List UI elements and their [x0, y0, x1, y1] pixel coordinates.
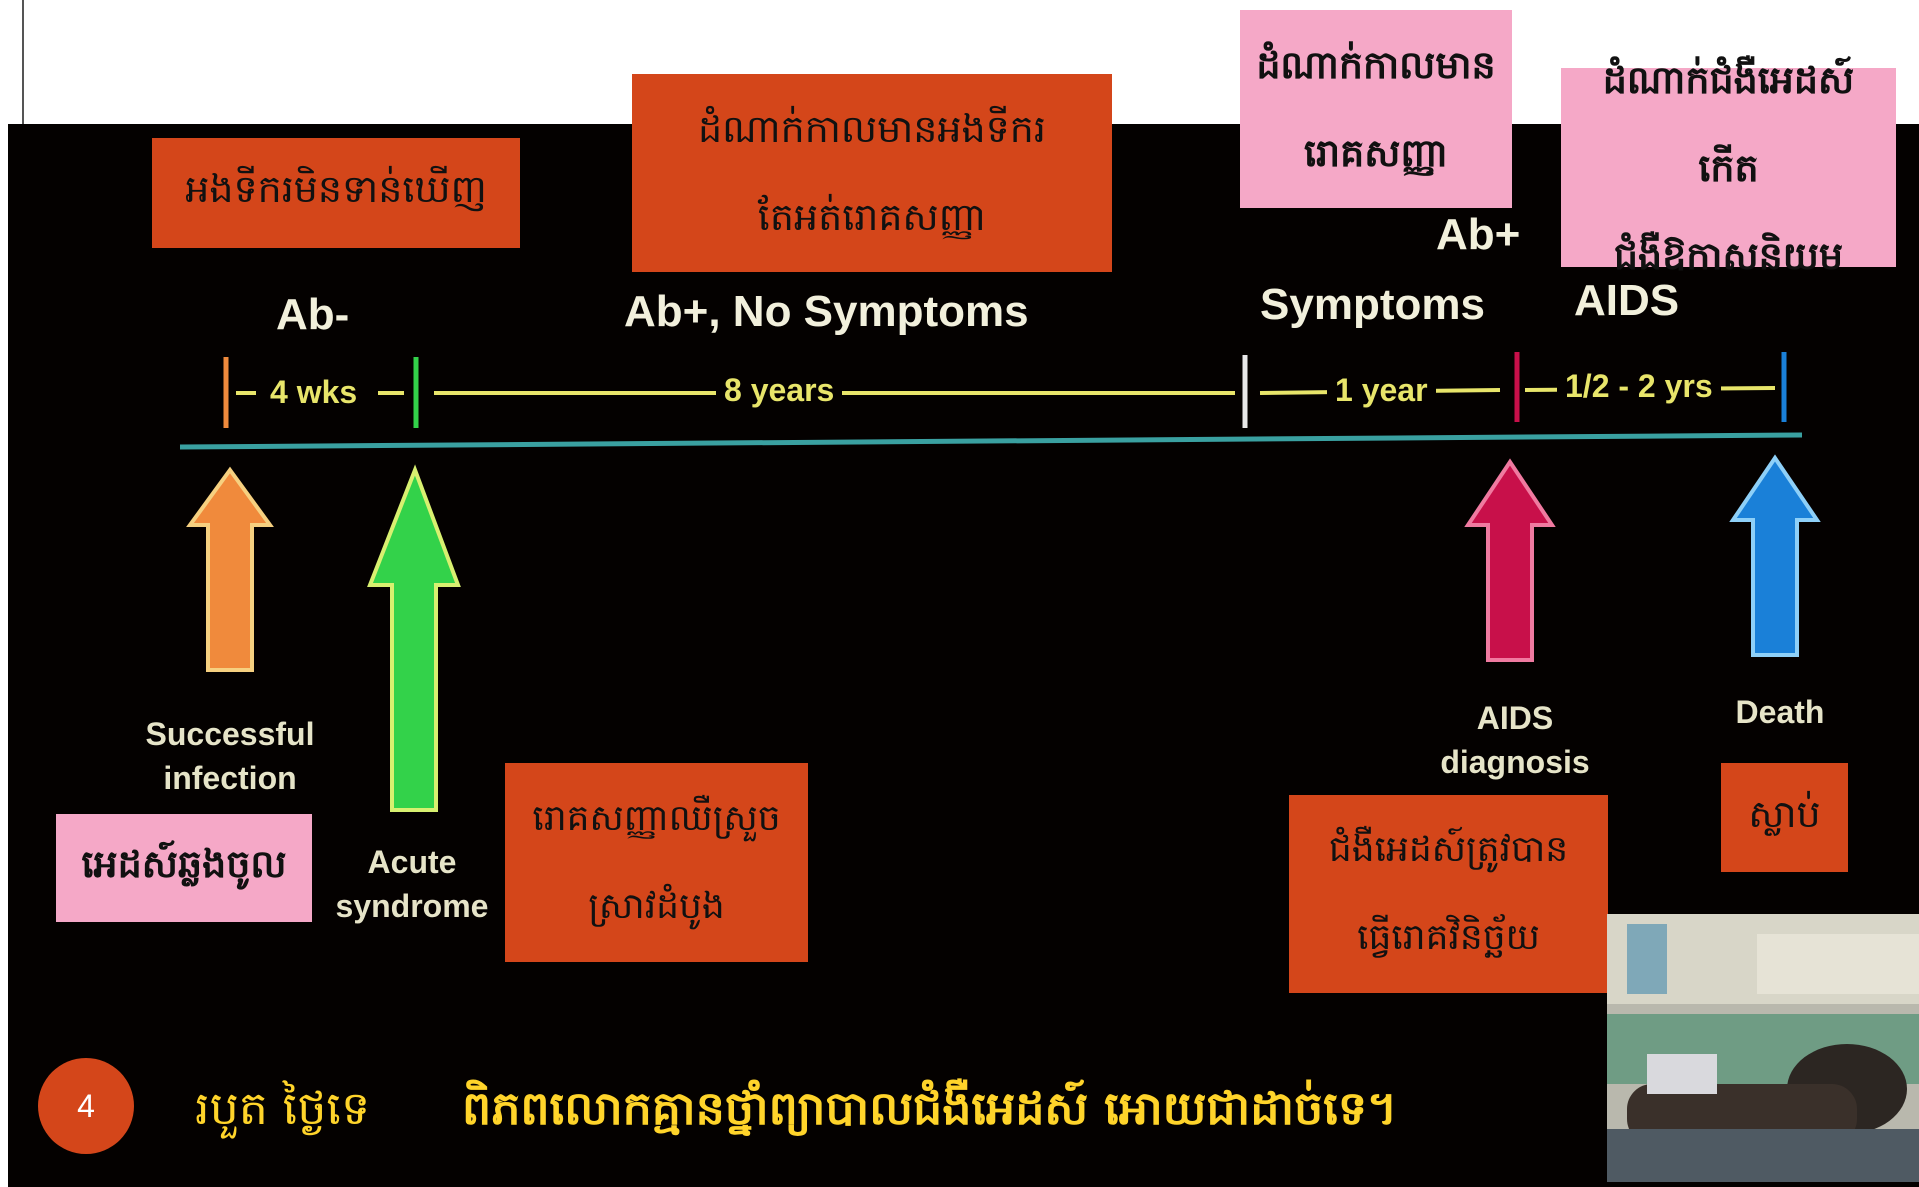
segment-1-year: 1 year [1327, 372, 1436, 409]
box-text: រោគសញ្ញា [1304, 130, 1448, 175]
arrow-aids [1464, 458, 1556, 662]
box-text: ដំណាក់កាលមានអងទីករ [698, 107, 1046, 151]
caption-line: Acute [367, 844, 457, 880]
segment-8-years: 8 years [716, 372, 843, 409]
label-ab-positive-no-symptoms: Ab+, No Symptoms [624, 287, 1029, 336]
segment-half-to-2-yrs: 1/2 - 2 yrs [1557, 368, 1721, 405]
label-symptoms: Symptoms [1260, 280, 1485, 329]
box-text: តែអត់រោគសញ្ញា [757, 195, 987, 239]
caption-line: diagnosis [1440, 744, 1590, 780]
box-text: អងទីករមិនទាន់ឃើញ [185, 167, 487, 211]
patient-photo-icon [1607, 914, 1919, 1182]
box-text: ធ្វើរោគវិនិច្ឆ័យ [1357, 917, 1540, 958]
timeline-axis [179, 432, 1803, 450]
box-symptoms: ដំណាក់កាលមាន រោគសញ្ញា [1240, 10, 1512, 208]
box-text: អេដស៍ឆ្លងចូល [81, 841, 287, 886]
segment-4-wks: 4 wks [262, 374, 366, 411]
box-text: រោគសញ្ញាឈឺស្រួច [532, 797, 781, 839]
box-infected: អេដស៍ឆ្លងចូល [56, 814, 312, 922]
box-text: ស្រាវដំបូង [588, 885, 725, 927]
caption-line: AIDS [1476, 700, 1554, 736]
box-death: ស្លាប់ [1721, 763, 1848, 872]
box-text: ស្លាប់ [1748, 791, 1821, 836]
slide-edge-line [22, 0, 24, 124]
box-aids-diagnosed: ជំងឺអេដស៍ត្រូវបាន ធ្វើរោគវិនិច្ឆ័យ [1289, 795, 1608, 993]
caption-acute-syndrome: Acute syndrome [322, 840, 502, 928]
box-text: ដំណាក់កាលមាន [1256, 42, 1496, 87]
label-ab-negative: Ab- [276, 290, 350, 339]
box-antibody-no-symptoms: ដំណាក់កាលមានអងទីករ តែអត់រោគសញ្ញា [632, 74, 1112, 272]
box-aids-stage: ដំណាក់ជំងឺអេដស៍ កើត ជំងឺឱកាសនិយម [1561, 57, 1896, 278]
patient-photo [1607, 914, 1919, 1182]
caption-death: Death [1735, 694, 1825, 730]
caption-line: syndrome [335, 888, 489, 924]
arrow-acute [367, 464, 461, 812]
caption-aids-diagnosis: AIDS diagnosis [1420, 696, 1610, 784]
box-text: ជំងឺឱកាសនិយម [1613, 232, 1844, 278]
caption-line: infection [163, 760, 297, 796]
slide-number: 4 [38, 1058, 134, 1154]
slide-background [8, 124, 1919, 1187]
box-text: ដំណាក់ជំងឺអេដស៍ កើត [1602, 56, 1855, 190]
arrow-infection [186, 466, 274, 672]
arrow-death [1729, 454, 1821, 657]
box-text: ជំងឺអេដស៍ត្រូវបាន [1328, 829, 1569, 870]
footer-label: របួត ថ្ងៃទេ [195, 1081, 371, 1135]
footer-message: ពិភពលោកគ្មានថ្នាំព្យាបាលជំងឺអេដស៍ អោយជាដ… [462, 1081, 1398, 1135]
label-ab-positive: Ab+ [1436, 210, 1521, 259]
caption-line: Successful [145, 716, 315, 752]
caption-successful-infection: Successful infection [130, 712, 330, 800]
box-no-antibody: អងទីករមិនទាន់ឃើញ [152, 138, 520, 248]
label-aids: AIDS [1574, 276, 1680, 325]
box-acute-symptoms: រោគសញ្ញាឈឺស្រួច ស្រាវដំបូង [505, 763, 808, 962]
